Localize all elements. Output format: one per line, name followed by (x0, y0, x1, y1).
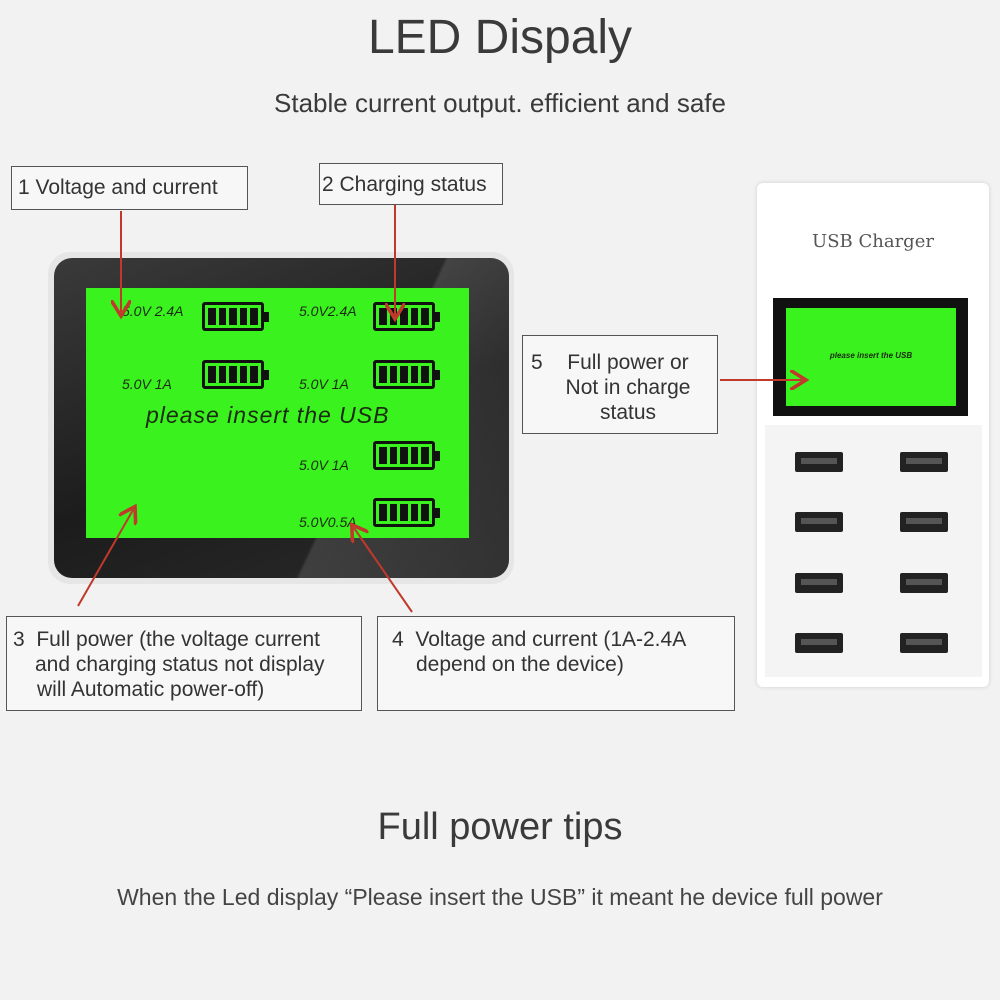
lcd-voltage-3: 5.0V 1A (122, 376, 172, 392)
lcd-message: please insert the USB (146, 402, 390, 428)
arrow-3 (77, 510, 133, 607)
callout-full-power-status: 5 Full power or Not in charge status (522, 335, 718, 434)
callout-line: will Automatic power-off) (37, 678, 265, 702)
callout-line: and charging status not display (35, 653, 325, 677)
battery-icon (373, 441, 440, 470)
callout-number: 5 (531, 351, 543, 374)
callout-full-power: 3 Full power (the voltage current and ch… (6, 616, 362, 711)
battery-icon (373, 360, 440, 389)
tips-text: When the Led display “Please insert the … (117, 884, 883, 910)
callout-charging-status: 2 Charging status (319, 163, 503, 205)
lcd-voltage-4: 5.0V 1A (299, 376, 349, 392)
callout-voltage-current: 1 Voltage and current (11, 166, 248, 210)
usb-port (795, 573, 843, 593)
callout-line: Not in charge (565, 376, 691, 400)
lcd-voltage-5: 5.0V 1A (299, 457, 349, 473)
charger-screen-message: please insert the USB (829, 351, 913, 360)
charger-label: USB Charger (812, 231, 934, 252)
callout-line: status (599, 401, 657, 425)
callout-line: depend on the device) (416, 653, 624, 677)
callout-line: Voltage and current (1A-2.4A (415, 628, 687, 651)
callout-text: Voltage and current (35, 176, 218, 199)
callout-line: Full power (the voltage current (36, 628, 320, 651)
usb-port (795, 633, 843, 653)
lcd-voltage-1: 5.0V 2.4A (122, 303, 184, 319)
usb-port (900, 573, 948, 593)
battery-icon (202, 302, 269, 331)
callout-voltage-range: 4 Voltage and current (1A-2.4A depend on… (377, 616, 735, 711)
usb-port (795, 452, 843, 472)
charger-screen (786, 308, 956, 406)
page-title: LED Dispaly (367, 11, 633, 64)
usb-port (900, 452, 948, 472)
tips-title: Full power tips (377, 806, 623, 848)
arrow-4 (354, 528, 413, 613)
battery-icon (202, 360, 269, 389)
usb-port (900, 633, 948, 653)
battery-icon (373, 498, 440, 527)
usb-port (795, 512, 843, 532)
callout-number: 3 (13, 628, 25, 651)
callout-text: 2 Charging status (322, 173, 487, 196)
page-subtitle: Stable current output. efficient and saf… (274, 88, 726, 118)
usb-port (900, 512, 948, 532)
lcd-voltage-2: 5.0V2.4A (299, 303, 357, 319)
callout-number: 4 (392, 628, 404, 651)
callout-number: 1 (18, 176, 30, 199)
callout-line: Full power or (567, 351, 689, 374)
lcd-voltage-6: 5.0V0.5A (299, 514, 357, 530)
